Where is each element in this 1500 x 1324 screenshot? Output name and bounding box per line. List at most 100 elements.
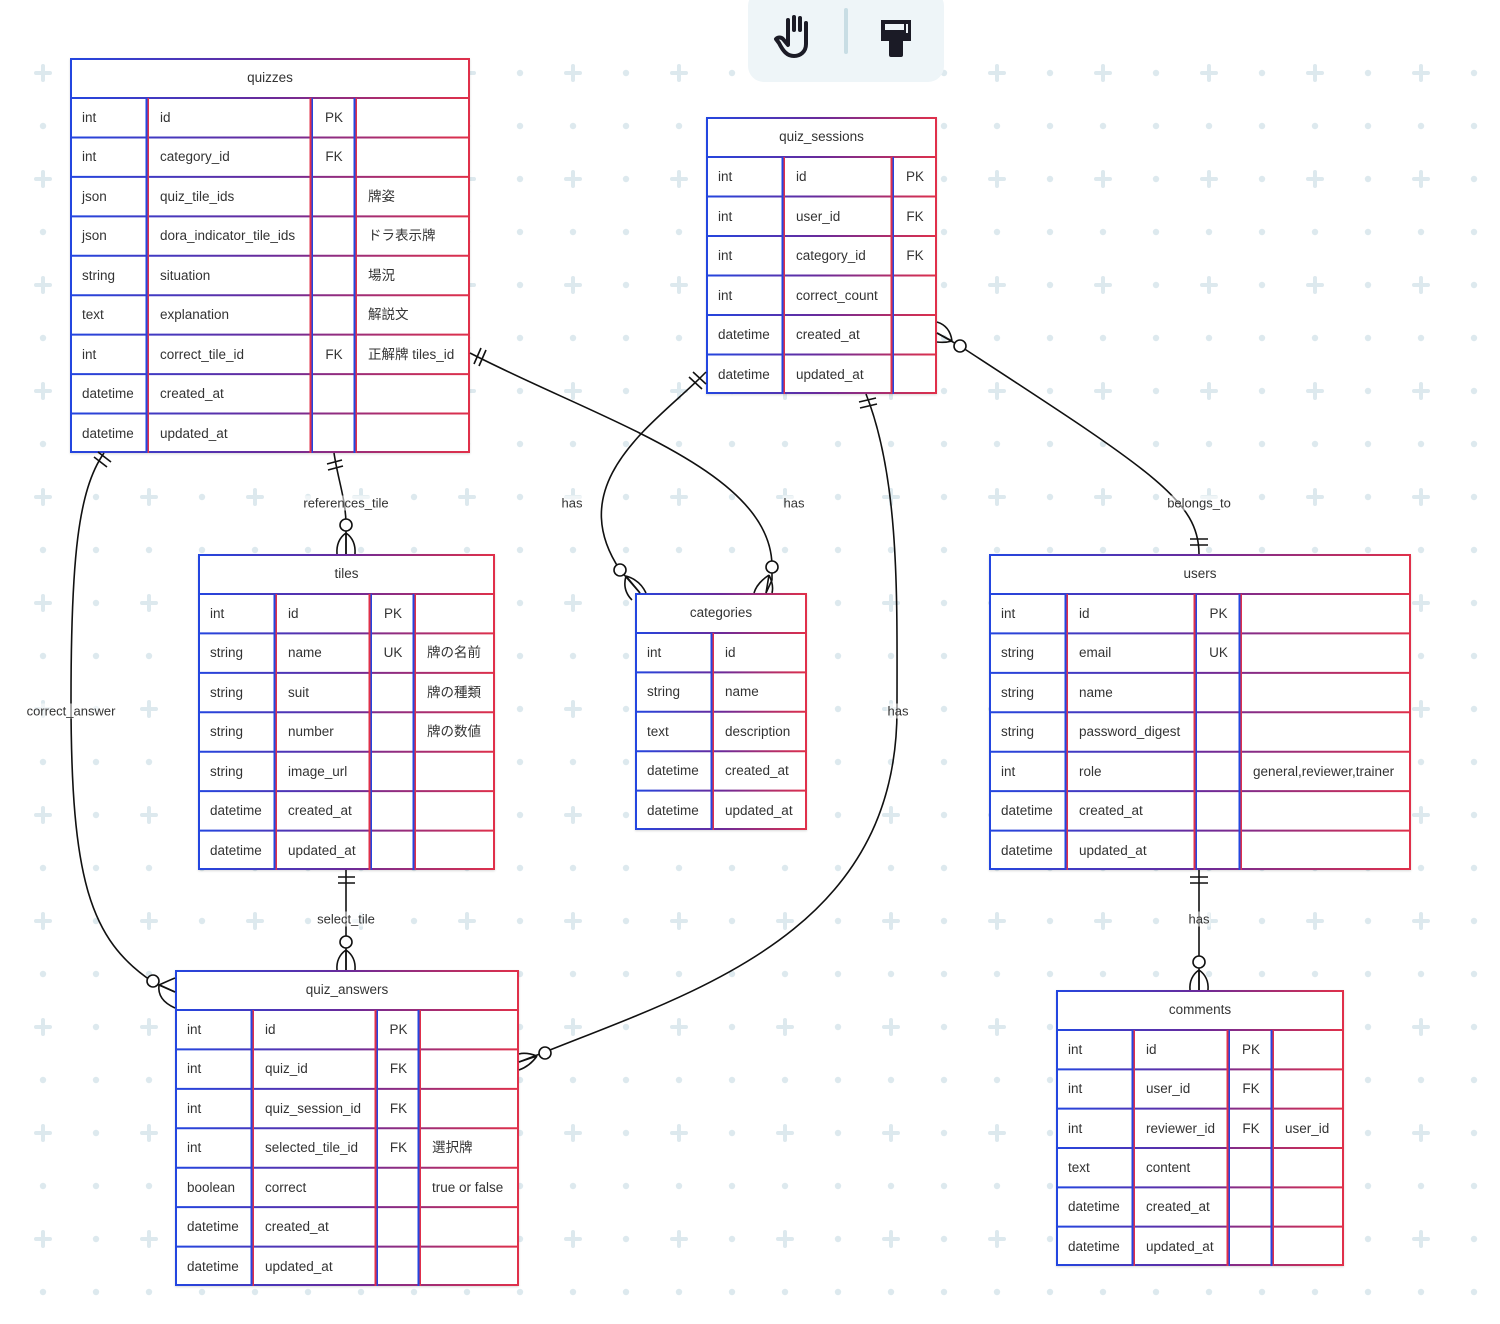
grid-dot [1258, 122, 1266, 130]
grid-dot [1046, 387, 1054, 395]
column-key [1196, 673, 1241, 712]
column-comment [1241, 594, 1411, 633]
grid-dot [1152, 281, 1160, 289]
grid-dot [1046, 69, 1054, 77]
column-key: FK [906, 248, 924, 263]
column-type: text [82, 307, 104, 323]
column-comment [420, 1089, 519, 1128]
grid-dot [887, 864, 895, 872]
grid-plus [670, 488, 688, 506]
grid-dot [410, 1288, 418, 1296]
grid-plus [34, 1230, 52, 1248]
grid-dot [39, 334, 47, 342]
column-comment [1273, 1187, 1344, 1226]
grid-dot [410, 546, 418, 554]
grid-plus [1306, 488, 1324, 506]
grid-dot [1417, 334, 1425, 342]
column-name: id [1146, 1042, 1157, 1057]
column-type: boolean [187, 1179, 236, 1195]
grid-dot [993, 122, 1001, 130]
column-type: int [187, 1140, 202, 1156]
grid-plus [1094, 276, 1112, 294]
grid-plus [988, 488, 1006, 506]
grid-dot [940, 281, 948, 289]
grid-dot [834, 705, 842, 713]
grid-plus [246, 488, 264, 506]
grid-dot [1364, 546, 1372, 554]
grid-dot [940, 122, 948, 130]
grid-plus [140, 1018, 158, 1036]
grid-dot [198, 493, 206, 501]
grid-dot [1470, 440, 1478, 448]
paint-brush-tool-button[interactable] [872, 10, 922, 60]
grid-dot [1046, 228, 1054, 236]
grid-dot [569, 228, 577, 236]
grid-dot [781, 1076, 789, 1084]
grid-dot [1470, 1129, 1478, 1137]
grid-dot [622, 1235, 630, 1243]
grid-dot [940, 1235, 948, 1243]
entity-title: quizzes [247, 70, 293, 85]
grid-dot [834, 1023, 842, 1031]
grid-dot [1152, 175, 1160, 183]
grid-dot [940, 917, 948, 925]
column-type: int [718, 287, 733, 303]
grid-dot [834, 1076, 842, 1084]
grid-plus [1094, 170, 1112, 188]
grid-dot [516, 758, 524, 766]
grid-dot [1046, 281, 1054, 289]
grid-dot [516, 69, 524, 77]
grid-plus [1200, 276, 1218, 294]
column-name: created_at [265, 1219, 329, 1235]
column-comment: 場況 [368, 267, 395, 283]
grid-dot [993, 334, 1001, 342]
column-comment: 牌の種類 [427, 684, 481, 700]
column-name: image_url [288, 763, 348, 779]
grid-plus [1412, 806, 1430, 824]
grid-plus [670, 912, 688, 930]
column-name: id [265, 1022, 276, 1037]
grid-dot [251, 1288, 259, 1296]
grid-dot [569, 1182, 577, 1190]
grid-dot [781, 970, 789, 978]
column-comment [1241, 633, 1411, 672]
column-type: datetime [647, 802, 699, 818]
column-name: category_id [160, 149, 230, 165]
hand-tool-button[interactable] [770, 10, 820, 60]
grid-dot [1417, 1182, 1425, 1190]
grid-dot [1364, 1129, 1372, 1137]
grid-dot [1470, 334, 1478, 342]
grid-plus [670, 1124, 688, 1142]
grid-plus [1412, 912, 1430, 930]
grid-dot [145, 758, 153, 766]
grid-dot [1046, 1288, 1054, 1296]
grid-dot [993, 440, 1001, 448]
relationship-label-sessions-answers: has [886, 703, 910, 719]
grid-dot [940, 334, 948, 342]
grid-dot [1364, 281, 1372, 289]
grid-dot [1470, 1235, 1478, 1243]
grid-dot [92, 917, 100, 925]
grid-dot [622, 1076, 630, 1084]
grid-plus [34, 1018, 52, 1036]
column-key [312, 414, 356, 453]
column-key [1229, 1187, 1273, 1226]
grid-dot [834, 493, 842, 501]
column-type: int [187, 1022, 202, 1037]
grid-dot [622, 334, 630, 342]
grid-dot [569, 652, 577, 660]
column-comment [1241, 791, 1411, 830]
grid-dot [1311, 334, 1319, 342]
column-comment [1273, 1227, 1344, 1266]
grid-dot [1470, 1288, 1478, 1296]
grid-dot [675, 228, 683, 236]
entity-title: categories [689, 605, 753, 620]
grid-dot [940, 440, 948, 448]
